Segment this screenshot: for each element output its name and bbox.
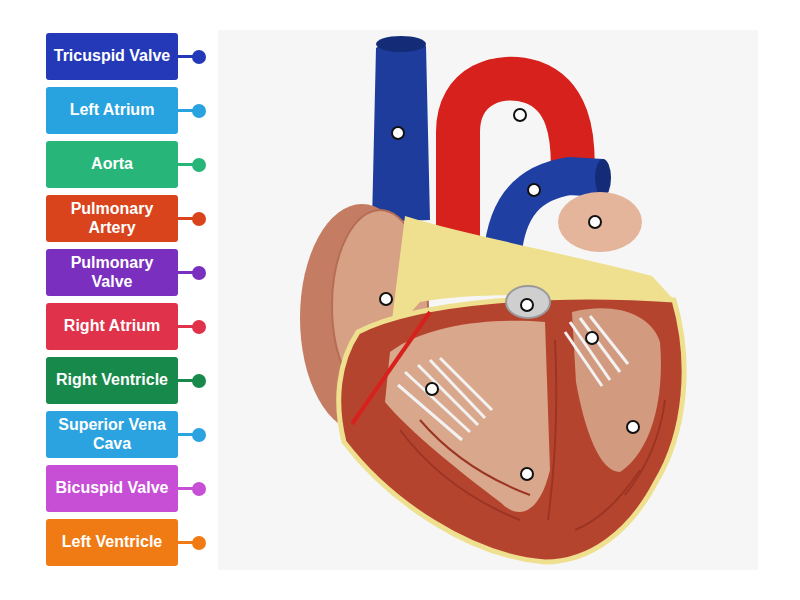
image-panel [218,30,758,570]
valve-shape [506,286,550,318]
label-button: Bicuspid Valve [46,465,178,512]
label-text: Right Ventricle [56,371,168,389]
label-button: Tricuspid Valve [46,33,178,80]
label-button: Superior Vena Cava [46,411,178,458]
label-dot [192,212,206,226]
label-button: Right Ventricle [46,357,178,404]
drop-target [380,109,639,480]
label-dot [192,482,206,496]
ventricle-wall [339,297,684,562]
label-text: Bicuspid Valve [56,479,169,497]
coronary-vessel [352,312,430,424]
label-dot [192,320,206,334]
label-text: Left Ventricle [62,533,162,551]
label-text: Left Atrium [70,101,155,119]
label-text: Tricuspid Valve [54,47,171,65]
chordae-tendineae [398,316,628,440]
label-button: Left Ventricle [46,519,178,566]
muscle-texture [400,340,665,530]
right-ventricle-cavity [385,321,550,512]
label-button: Pulmonary Artery [46,195,178,242]
label-dot [192,158,206,172]
label-button: Right Atrium [46,303,178,350]
label-button: Left Atrium [46,87,178,134]
vessel-opening [595,159,611,197]
label-text: Superior Vena Cava [52,416,172,453]
vena-cava [372,39,430,222]
label-button: Aorta [46,141,178,188]
label-dot [192,428,206,442]
label-dot [192,104,206,118]
label-dot [192,50,206,64]
left-ventricle-cavity [572,308,661,472]
left-atrium-shape [558,192,642,252]
label-dot [192,266,206,280]
label-dot [192,536,206,550]
label-dot [192,374,206,388]
label-text: Pulmonary Artery [52,200,172,237]
vessel-opening [376,36,426,52]
label-button: Pulmonary Valve [46,249,178,296]
label-text: Pulmonary Valve [52,254,172,291]
label-text: Right Atrium [64,317,160,335]
label-text: Aorta [91,155,133,173]
